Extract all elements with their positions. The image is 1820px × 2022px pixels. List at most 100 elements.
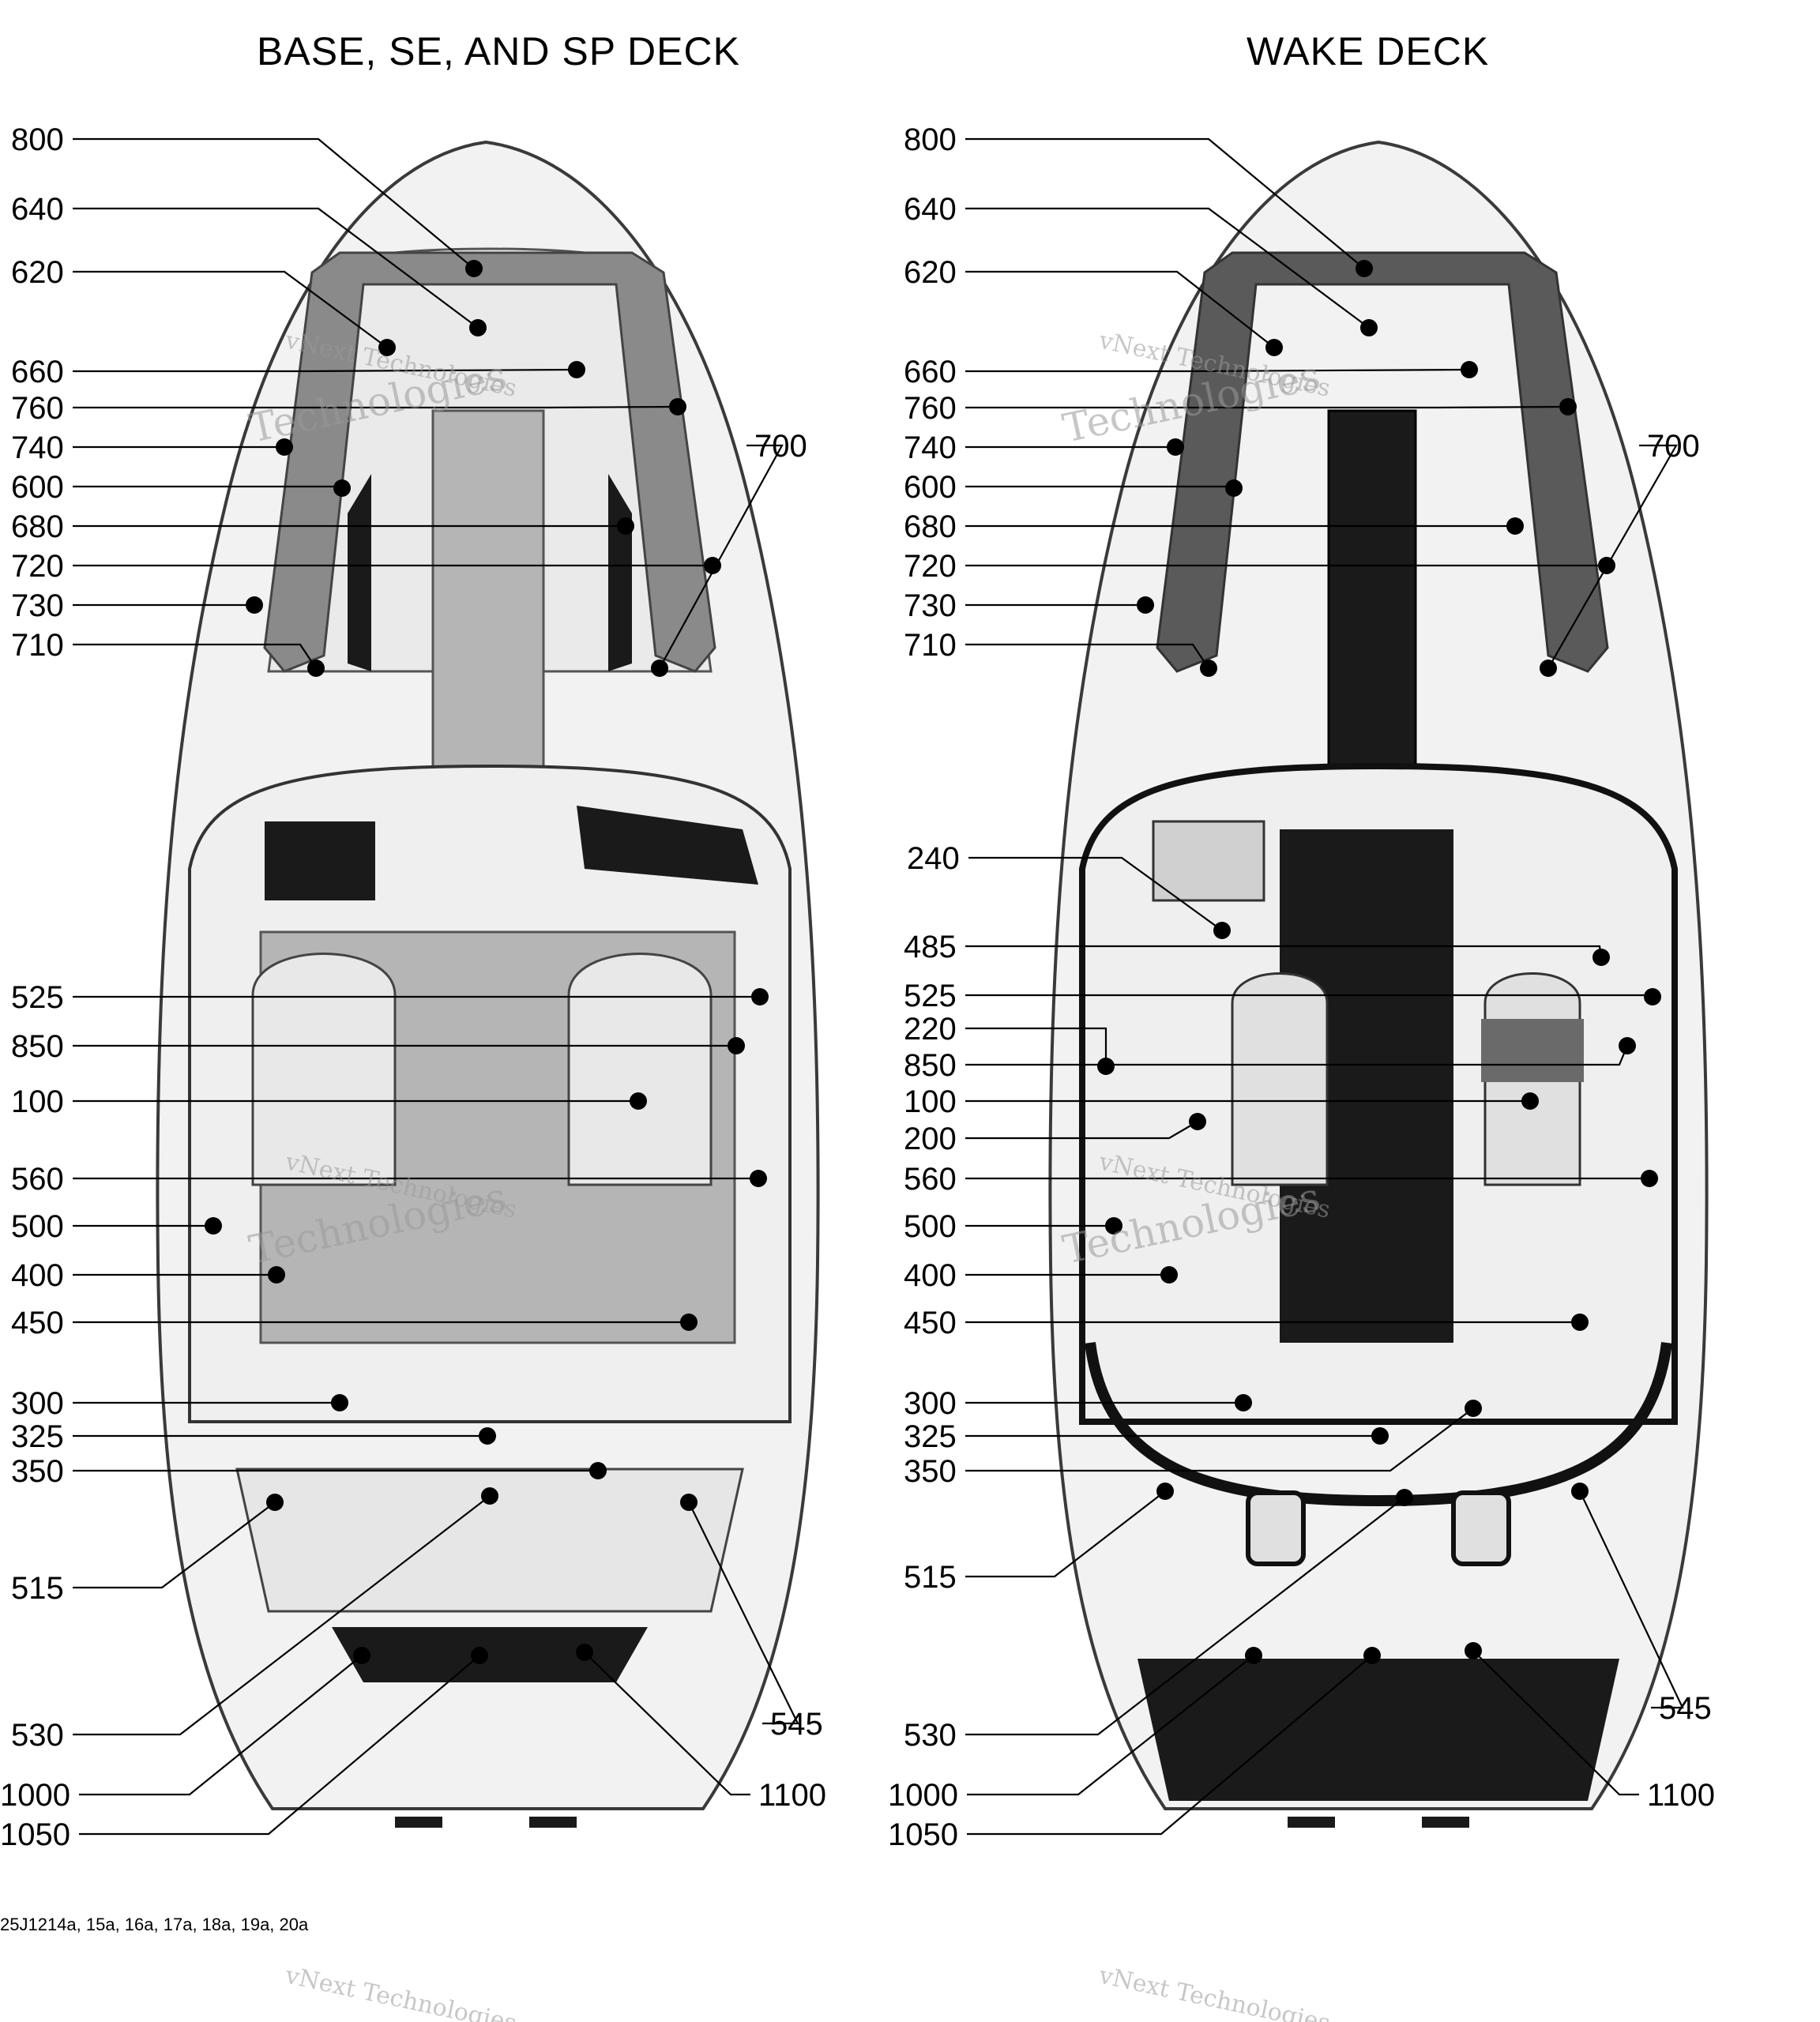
callout-dot [1363, 1647, 1381, 1664]
callout-right-600: 600 [904, 470, 1243, 505]
leader-line [1472, 1650, 1639, 1796]
callout-label: 740 [11, 430, 64, 465]
callout-label: 500 [11, 1209, 64, 1244]
callout-dot [630, 1092, 647, 1110]
callout-dot [1200, 660, 1217, 677]
callout-dot [1540, 660, 1557, 677]
callout-right-640: 640 [904, 192, 1378, 336]
callout-dot [268, 1266, 285, 1283]
callout-label: 1050 [888, 1817, 958, 1852]
callout-right-350: 350 [904, 1400, 1482, 1489]
callout-dot [1571, 1483, 1589, 1500]
callout-left-500: 500 [11, 1209, 222, 1244]
callout-label: 660 [11, 355, 64, 389]
callout-left-1000: 1000 [0, 1647, 370, 1813]
callout-right-240: 240 [907, 841, 1231, 939]
callout-right-740: 740 [904, 430, 1184, 465]
callout-dot [704, 557, 721, 574]
callout-label: 620 [11, 255, 64, 290]
callout-label: 485 [904, 930, 957, 964]
callout-right-710: 710 [904, 628, 1217, 677]
callout-dot [465, 260, 483, 277]
callout-label: 560 [904, 1162, 957, 1197]
callout-right-1000: 1000 [888, 1647, 1262, 1813]
callout-left-730: 730 [11, 588, 263, 623]
callout-left-1100: 1100 [576, 1644, 826, 1813]
callout-right-100: 100 [904, 1084, 1539, 1119]
callout-dot [617, 517, 634, 535]
callout-dot [568, 361, 585, 378]
callout-label: 545 [1659, 1691, 1712, 1726]
callout-dot [307, 660, 325, 677]
callout-left-600: 600 [11, 470, 351, 505]
callout-left-525: 525 [11, 980, 769, 1015]
callout-label: 850 [11, 1029, 64, 1064]
callout-left-800: 800 [11, 122, 483, 277]
leader-line [965, 137, 1365, 269]
callout-dot [1160, 1266, 1178, 1283]
callout-left-350: 350 [11, 1454, 607, 1489]
callout-dot [1592, 949, 1610, 966]
callout-left-400: 400 [11, 1258, 285, 1293]
callout-dot [1371, 1427, 1389, 1445]
callout-left-100: 100 [11, 1084, 647, 1119]
callout-left-450: 450 [11, 1306, 698, 1340]
callout-dot [1356, 260, 1373, 277]
callout-label: 100 [11, 1084, 64, 1119]
callout-label: 760 [11, 391, 64, 426]
callout-label: 500 [904, 1209, 957, 1244]
callout-left-300: 300 [11, 1386, 348, 1421]
callout-right-450: 450 [904, 1306, 1589, 1340]
callout-dot [1559, 398, 1577, 415]
callout-dot [246, 596, 263, 614]
callout-label: 515 [904, 1560, 957, 1595]
callout-right-400: 400 [904, 1258, 1178, 1293]
callout-dot [471, 1647, 488, 1664]
callout-dot [651, 660, 668, 677]
callout-dot [276, 438, 293, 456]
leader-line [965, 1490, 1166, 1578]
callout-label: 300 [11, 1386, 64, 1421]
callout-left-710: 710 [11, 628, 325, 677]
leader-line [968, 856, 1223, 931]
callout-right-545: 545 [1571, 1483, 1712, 1726]
right-diagram-title: WAKE DECK [1247, 29, 1490, 73]
leader-line [967, 1655, 1254, 1796]
callout-dot [1097, 1058, 1115, 1075]
callout-dot [378, 339, 396, 356]
callout-label: 600 [904, 470, 957, 505]
callout-right-660: 660 [904, 355, 1478, 389]
callout-left-760: 760 [11, 391, 686, 426]
callout-label: 710 [904, 628, 957, 663]
leader-line [965, 207, 1370, 329]
leader-line [965, 643, 1209, 669]
callout-right-700: 700 [1540, 429, 1700, 677]
callout-dot [589, 1462, 607, 1479]
callout-dot [1245, 1647, 1262, 1664]
callout-right-525: 525 [904, 979, 1661, 1013]
callout-label: 1000 [888, 1778, 958, 1813]
callout-right-680: 680 [904, 509, 1524, 544]
callout-dot [331, 1394, 348, 1411]
callout-label: 700 [754, 429, 807, 464]
callout-dot [266, 1494, 284, 1511]
callout-dot [481, 1487, 498, 1505]
callout-label: 800 [904, 122, 957, 157]
callout-label: 530 [11, 1718, 64, 1753]
leader-line [73, 643, 317, 669]
callout-label: 530 [904, 1718, 957, 1753]
leader-line [965, 405, 1569, 409]
callout-label: 850 [904, 1048, 957, 1083]
callout-dot [1189, 1113, 1206, 1130]
callout-label: 680 [904, 509, 957, 544]
leader-line [584, 1652, 750, 1796]
leader-line [73, 405, 679, 409]
leader-line [73, 368, 577, 373]
callout-label: 325 [904, 1419, 957, 1454]
callout-label: 560 [11, 1162, 64, 1197]
callout-dot [1137, 596, 1154, 614]
callout-label: 660 [904, 355, 957, 389]
callout-right-220: 220 [904, 1012, 1115, 1075]
callout-label: 680 [11, 509, 64, 544]
callout-dot [750, 1170, 767, 1187]
